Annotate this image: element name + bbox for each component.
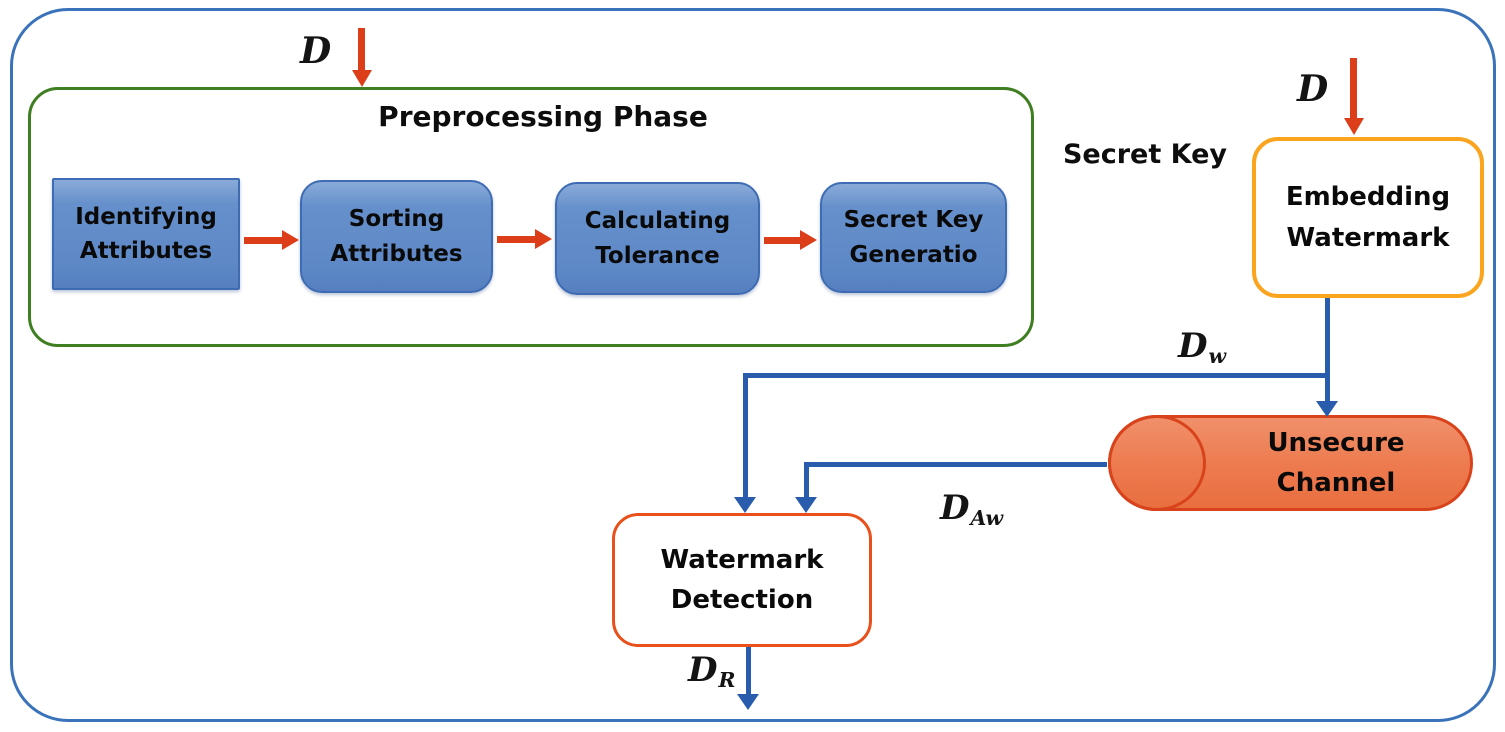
blue-arrowhead-into-channel-icon — [1316, 401, 1338, 417]
flow-line-daw-horizontal — [807, 462, 1107, 467]
node-label: Embedding Watermark — [1285, 182, 1451, 253]
label-dr-sub: R — [718, 667, 736, 692]
label-dr-base: D — [688, 650, 718, 690]
red-arrow-d-input-embedding — [1350, 58, 1357, 118]
node-embedding-watermark: Embedding Watermark — [1252, 137, 1484, 298]
flow-line-dw-horizontal — [745, 373, 1330, 378]
step-calculating-tolerance: Calculating Tolerance — [555, 182, 760, 295]
preprocessing-phase-title: Preprocessing Phase — [378, 100, 708, 133]
node-label-unsecure-channel: Unsecure Channel — [1267, 427, 1405, 498]
red-arrow-step2-step3 — [497, 236, 535, 243]
flow-line-embedding-down — [1325, 298, 1330, 401]
label-daw: DAw — [940, 488, 1004, 530]
label-d-input-left: D — [300, 30, 332, 72]
step-label: Secret Key Generatio — [843, 207, 984, 268]
red-arrowhead-icon — [282, 230, 299, 250]
step-label: Sorting Attributes — [330, 206, 463, 267]
step-sorting-attributes: Sorting Attributes — [300, 180, 493, 293]
label-dw-sub: w — [1208, 343, 1227, 368]
step-label: Identifying Attributes — [75, 203, 217, 265]
red-arrowhead-icon — [535, 229, 552, 249]
red-arrow-d-input-preprocessing — [358, 28, 365, 70]
blue-arrowhead-output-icon — [737, 694, 759, 710]
flow-line-dw-down-to-detection — [743, 373, 748, 497]
red-arrowhead-icon — [1344, 118, 1364, 135]
label-dr: DR — [688, 650, 736, 692]
red-arrowhead-icon — [800, 230, 817, 250]
label-daw-sub: Aw — [970, 505, 1004, 530]
preprocessing-phase-frame — [28, 87, 1034, 347]
red-arrow-step1-step2 — [244, 237, 282, 244]
flow-line-daw-down-to-detection — [804, 462, 809, 497]
red-arrow-step3-step4 — [764, 237, 800, 244]
step-label: Calculating Tolerance — [584, 208, 731, 269]
label-d-input-right: D — [1297, 68, 1329, 110]
step-secret-key-generation: Secret Key Generatio — [820, 182, 1007, 293]
cylinder-cap-icon — [1108, 415, 1206, 511]
label-dw-base: D — [1178, 326, 1208, 366]
flow-line-dr-output — [746, 647, 751, 694]
label-daw-base: D — [940, 488, 970, 528]
red-arrowhead-icon — [352, 70, 372, 87]
step-identifying-attributes: Identifying Attributes — [52, 178, 240, 290]
label-secret-key: Secret Key — [1062, 139, 1228, 170]
outer-system-frame — [10, 8, 1496, 722]
node-watermark-detection: Watermark Detection — [612, 513, 872, 647]
blue-arrowhead-into-detection-icon — [734, 497, 756, 513]
blue-arrowhead-into-detection-icon — [795, 497, 817, 513]
label-dw: Dw — [1178, 326, 1227, 368]
node-label: Watermark Detection — [660, 544, 824, 615]
